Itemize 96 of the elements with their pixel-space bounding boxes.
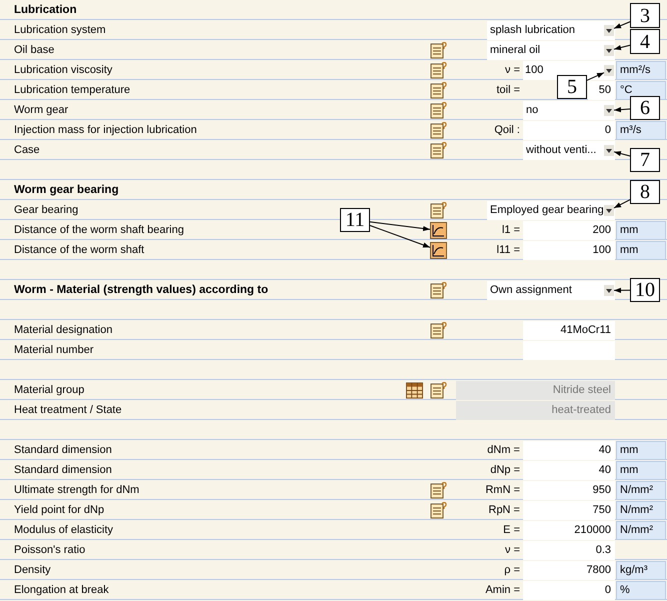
dropdown-arrow-button — [604, 45, 614, 56]
input-field: 50 — [588, 81, 615, 100]
callout-number: 3 — [630, 3, 660, 28]
symbol-label: RpN = — [488, 503, 520, 517]
unit-field: N/mm² — [616, 501, 666, 520]
leader-arrow — [370, 221, 430, 232]
leader-arrow — [586, 72, 604, 81]
unit-field: mm — [616, 441, 666, 460]
symbol-label: ν = — [505, 63, 520, 77]
parameter-label: Lubrication system — [14, 23, 106, 37]
parameter-label: Material group — [14, 383, 84, 397]
parameter-label: Gear bearing — [14, 203, 78, 217]
parameter-label: Oil base — [14, 43, 54, 57]
callout-number: 6 — [630, 96, 660, 120]
parameter-label: Injection mass for injection lubrication — [14, 123, 197, 137]
symbol-label: toil = — [496, 83, 520, 97]
leader-arrow — [614, 151, 630, 157]
dropdown-field: mineral oil — [487, 41, 615, 60]
symbol-label: Amin = — [485, 583, 520, 597]
parameter-label: Lubrication viscosity — [14, 63, 112, 77]
input-field: 750 — [523, 501, 615, 520]
dropdown-arrow-button — [604, 105, 614, 116]
input-field: 200 — [523, 221, 615, 240]
input-field: 40 — [523, 461, 615, 480]
leader-arrow — [370, 224, 430, 248]
callout-number: 11 — [340, 208, 370, 232]
unit-field: N/mm² — [616, 521, 666, 540]
unit-field: % — [616, 581, 666, 600]
leader-arrow — [614, 199, 630, 208]
leader-arrow — [614, 21, 630, 29]
dropdown-field: Own assignment — [487, 281, 615, 300]
callout-number: 4 — [630, 29, 660, 54]
parameter-label: Distance of the worm shaft bearing — [14, 223, 184, 237]
section-heading: Worm - Material (strength values) according to — [14, 283, 268, 297]
unit-field: m³/s — [616, 121, 666, 140]
input-field: 0 — [523, 581, 615, 600]
input-field: 40 — [523, 441, 615, 460]
callout-number: 8 — [630, 180, 660, 204]
callout-number: 7 — [630, 148, 660, 172]
parameter-label: Yield point for dNp — [14, 503, 104, 517]
parameter-label: Worm gear — [14, 103, 68, 117]
symbol-label: ν = — [505, 543, 520, 557]
dropdown-arrow-button — [604, 145, 614, 156]
leader-arrow — [614, 288, 630, 293]
unit-field: mm²/s — [616, 61, 666, 80]
dropdown-arrow-button — [604, 65, 614, 76]
symbol-label: dNp = — [490, 463, 520, 477]
unit-field: mm — [616, 241, 666, 260]
symbol-label: RmN = — [485, 483, 520, 497]
leader-arrow — [614, 107, 630, 112]
parameter-label: Heat treatment / State — [14, 403, 122, 417]
dropdown-field: without venti... — [523, 141, 615, 160]
parameter-label: Poisson's ratio — [14, 543, 86, 557]
parameter-label: Standard dimension — [14, 463, 112, 477]
dropdown-arrow-button — [604, 285, 614, 296]
parameter-label: Distance of the worm shaft — [14, 243, 144, 257]
input-field: 100 — [523, 241, 615, 260]
section-heading: Worm gear bearing — [14, 183, 119, 197]
unit-field: kg/m³ — [616, 561, 666, 580]
chart-icon — [430, 222, 447, 239]
input-field: 41MoCr11 — [523, 321, 615, 340]
section-heading: Lubrication — [14, 3, 77, 17]
chart-icon — [430, 242, 447, 259]
dropdown-arrow-button — [604, 25, 614, 36]
parameter-label: Standard dimension — [14, 443, 112, 457]
input-field: 0.3 — [523, 541, 615, 560]
dropdown-field: Employed gear bearing — [487, 201, 615, 220]
parameter-label: Lubrication temperature — [14, 83, 130, 97]
dropdown-field: no — [523, 101, 615, 120]
parameter-label: Case — [14, 143, 40, 157]
input-field: 0 — [523, 121, 615, 140]
input-field: 210000 — [523, 521, 615, 540]
input-field: 950 — [523, 481, 615, 500]
symbol-label: l1 = — [502, 223, 520, 237]
input-field: 7800 — [523, 561, 615, 580]
symbol-label: l11 = — [496, 243, 520, 257]
symbol-label: dNm = — [487, 443, 520, 457]
callout-number: 5 — [557, 75, 587, 99]
callout-number: 10 — [630, 278, 660, 302]
symbol-label: E = — [503, 523, 520, 537]
readonly-field: heat-treated — [456, 401, 615, 420]
dropdown-field: splash lubrication — [487, 21, 615, 40]
symbol-label: Qoil : — [494, 123, 520, 137]
unit-field: N/mm² — [616, 481, 666, 500]
readonly-field: Nitride steel — [456, 381, 615, 400]
unit-field: mm — [616, 221, 666, 240]
symbol-label: ρ = — [504, 563, 520, 577]
parameter-label: Ultimate strength for dNm — [14, 483, 140, 497]
parameter-label: Material designation — [14, 323, 112, 337]
leader-arrow — [614, 44, 630, 50]
dropdown-arrow-button — [604, 205, 614, 216]
unit-field: mm — [616, 461, 666, 480]
parameter-label: Density — [14, 563, 51, 577]
parameter-label: Elongation at break — [14, 583, 109, 597]
parameter-label: Modulus of elasticity — [14, 523, 114, 537]
parameter-label: Material number — [14, 343, 94, 357]
